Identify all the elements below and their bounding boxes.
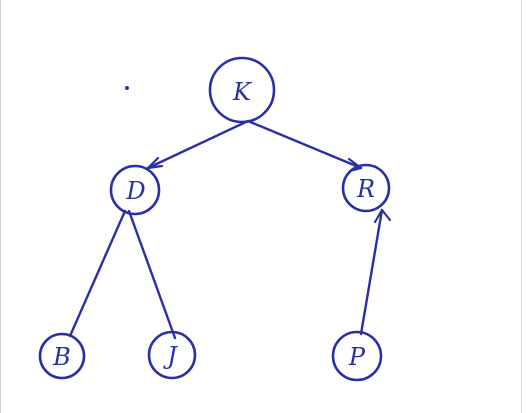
paper-right-edge — [521, 0, 522, 413]
edge-left-leftleft — [68, 209, 127, 338]
tree-node-left-left: B — [38, 332, 86, 380]
tree-node-right-child: R — [341, 163, 391, 213]
paper-left-edge — [0, 0, 1, 413]
node-circle — [208, 56, 276, 124]
node-label: D — [125, 177, 145, 205]
nodes: K D R B J P — [38, 56, 391, 382]
node-label: K — [232, 78, 253, 106]
tree-node-left-right: J — [147, 330, 197, 380]
edge-right-rightleft — [359, 208, 384, 336]
edge-root-right — [246, 119, 363, 170]
tree-node-root: K — [208, 56, 276, 124]
node-label: P — [348, 343, 366, 371]
node-label: R — [356, 175, 375, 203]
node-circle — [341, 163, 391, 213]
tree-node-right-left: P — [331, 330, 383, 382]
node-circle — [331, 330, 383, 382]
tree-node-left-child: D — [109, 164, 161, 216]
arrow-head-right-up — [373, 208, 392, 224]
arrow-head-left — [146, 156, 164, 170]
edge-root-left — [146, 119, 250, 170]
node-label: J — [162, 342, 178, 370]
ink-dot — [125, 86, 129, 90]
node-label: B — [52, 343, 71, 371]
node-circle — [109, 164, 161, 216]
node-circle — [147, 330, 197, 380]
edges — [68, 119, 392, 340]
edge-left-leftright — [127, 209, 177, 340]
node-circle — [38, 332, 86, 380]
